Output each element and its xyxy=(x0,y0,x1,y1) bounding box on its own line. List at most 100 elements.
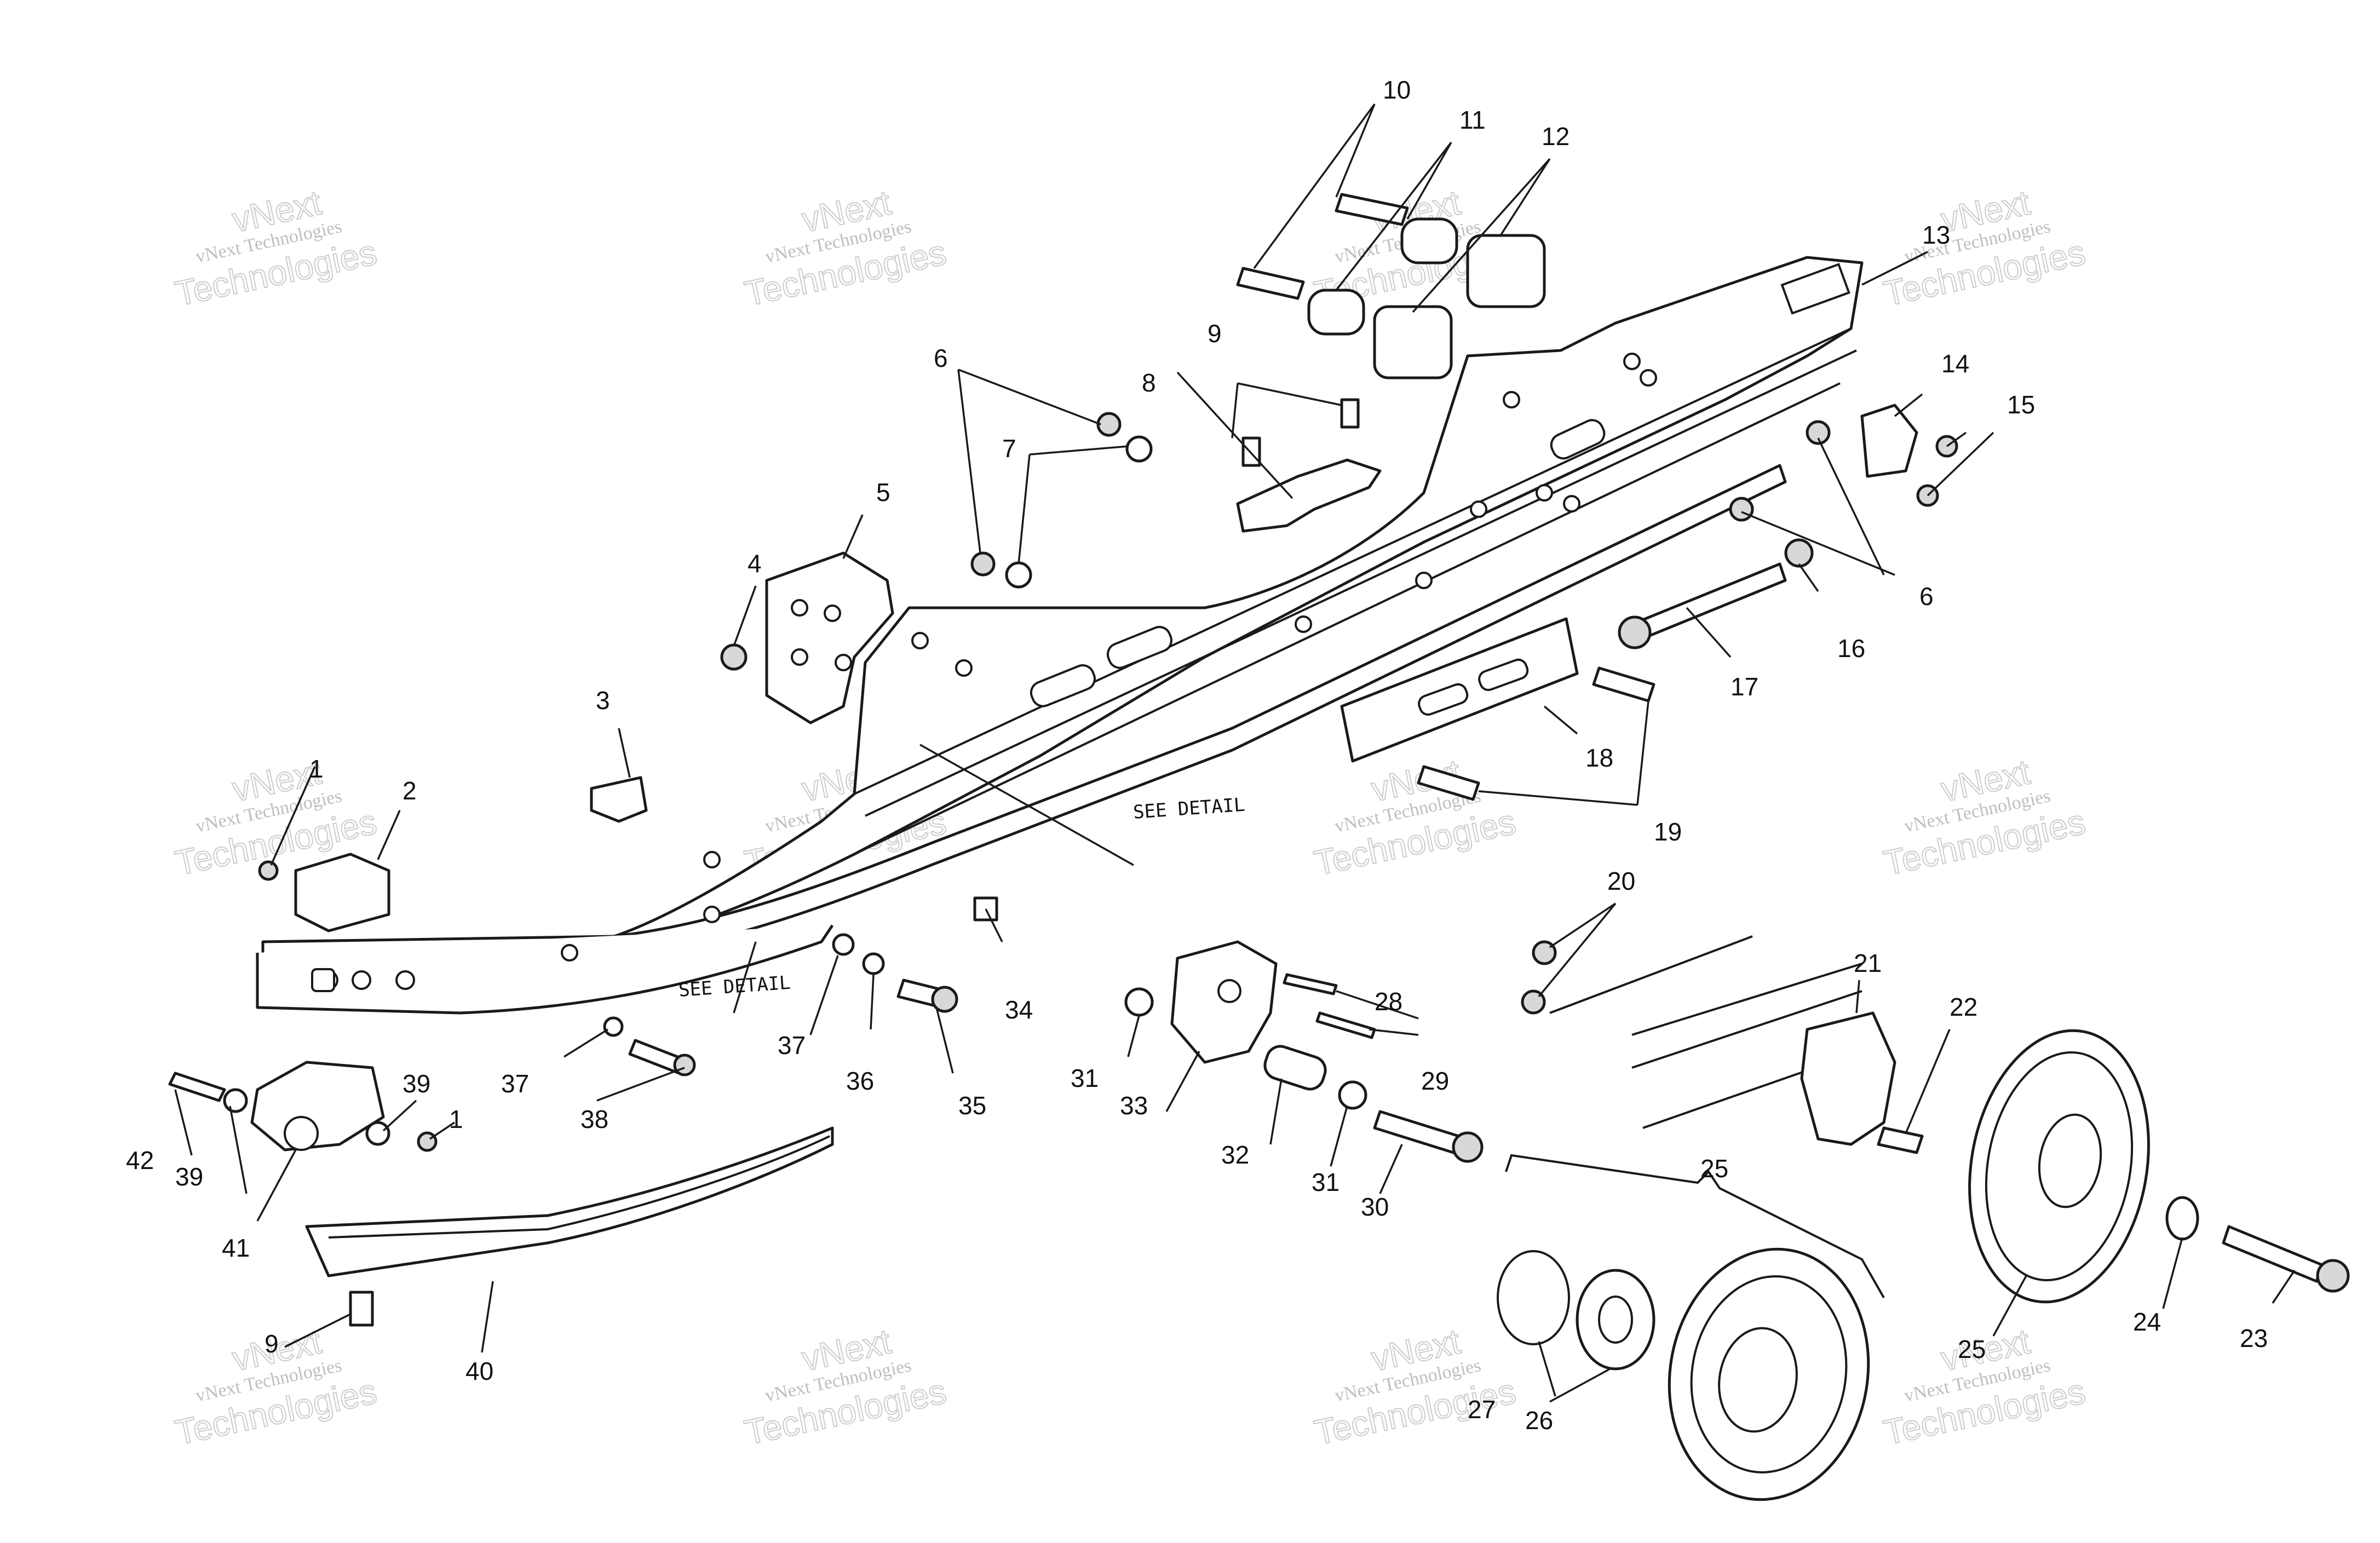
assembly-bracket xyxy=(1505,1154,1885,1298)
bolt xyxy=(1236,267,1305,300)
axle-housing xyxy=(1800,1011,1896,1146)
rail-segment xyxy=(1631,990,1862,1069)
rail-hole xyxy=(1640,369,1657,387)
rivet xyxy=(1340,398,1360,429)
callout-7: 7 xyxy=(1002,434,1016,463)
pivot-arm xyxy=(1170,940,1278,1064)
callout-13: 13 xyxy=(1922,221,1950,249)
callouts: 1 1 2 3 4 5 6 6 7 8 9 9 10 11 12 13 14 1… xyxy=(126,76,2268,1435)
callout-30: 30 xyxy=(1361,1193,1389,1221)
clip xyxy=(590,776,648,823)
callout-37: 37 xyxy=(501,1069,529,1098)
rail-hole xyxy=(703,851,721,868)
callout-33: 33 xyxy=(1120,1091,1148,1120)
bracket xyxy=(1236,458,1382,533)
washer xyxy=(1125,435,1153,463)
wear-strip-edge xyxy=(328,1135,830,1239)
watermark: vNext vNext Technologies Technologies xyxy=(1310,1321,1520,1453)
idler-wheel-small xyxy=(1668,1247,1870,1501)
callout-1: 1 xyxy=(449,1105,463,1133)
watermark: vNext vNext Technologies Technologies xyxy=(1880,182,2089,314)
callout-26: 26 xyxy=(1525,1406,1553,1435)
callout-6: 6 xyxy=(934,344,948,372)
long-bolt xyxy=(1630,562,1787,642)
bolt-head xyxy=(673,1053,696,1076)
callout-10: 10 xyxy=(1383,76,1411,104)
rail-hole xyxy=(1503,391,1520,408)
callout-41: 41 xyxy=(222,1234,250,1262)
wear-strip xyxy=(305,1126,834,1277)
callout-36: 36 xyxy=(846,1067,874,1095)
bolt-head xyxy=(1618,615,1652,649)
rail-hole xyxy=(703,906,721,923)
callout-18: 18 xyxy=(1585,744,1613,772)
rail-slot xyxy=(1550,419,1606,460)
pin xyxy=(1315,1011,1376,1039)
watermark: vNext vNext Technologies Technologies xyxy=(741,1321,950,1453)
nut xyxy=(1806,420,1831,445)
rail-hole xyxy=(1470,500,1487,518)
callout-40: 40 xyxy=(465,1357,493,1385)
bolt xyxy=(1877,1126,1924,1154)
callout-5: 5 xyxy=(876,478,890,506)
main-rail xyxy=(595,256,1864,954)
spacer-block xyxy=(1373,305,1453,379)
rail-hole xyxy=(561,944,578,962)
callout-2: 2 xyxy=(403,776,417,805)
callout-12: 12 xyxy=(1542,122,1570,151)
pivot-hole xyxy=(1217,979,1241,1003)
rail-slot xyxy=(1106,626,1172,669)
rail-slot xyxy=(311,968,335,992)
rail-hole xyxy=(352,970,371,990)
callout-17: 17 xyxy=(1731,672,1758,701)
callout-29: 29 xyxy=(1421,1067,1449,1095)
callout-34: 34 xyxy=(1005,995,1033,1024)
bolt xyxy=(2222,1225,2324,1283)
bolt xyxy=(1335,193,1409,226)
washer xyxy=(832,933,855,956)
detail-note: SEE DETAIL xyxy=(1132,794,1246,824)
bumper-block xyxy=(294,853,390,932)
callout-24: 24 xyxy=(2133,1308,2161,1336)
rail-hole xyxy=(1623,353,1641,370)
rail-slot xyxy=(1780,263,1850,315)
callout-35: 35 xyxy=(958,1091,986,1120)
idler-wheel-large xyxy=(1968,1029,2150,1304)
callout-11: 11 xyxy=(1459,106,1486,134)
bushing xyxy=(1307,289,1365,336)
rail-hole xyxy=(1563,495,1580,513)
rail-hole xyxy=(1536,484,1553,502)
callout-37: 37 xyxy=(778,1031,806,1060)
watermark: vNext vNext Technologies Technologies xyxy=(1880,1321,2089,1453)
spacer xyxy=(1263,1045,1327,1091)
spacer-block xyxy=(1466,234,1546,308)
callout-4: 4 xyxy=(748,549,762,578)
watermark: vNext vNext Technologies Technologies xyxy=(741,182,950,314)
washer xyxy=(603,1016,624,1037)
guide-hole xyxy=(284,1116,319,1151)
pin xyxy=(1283,973,1338,995)
bolt xyxy=(168,1072,226,1102)
washer xyxy=(862,952,885,975)
callout-25: 25 xyxy=(1700,1154,1728,1183)
nut xyxy=(720,643,748,671)
plate-hole xyxy=(835,654,852,671)
washer xyxy=(1005,561,1032,589)
rail-segment xyxy=(1631,963,1862,1036)
rail-slot xyxy=(1030,664,1096,707)
nut xyxy=(1784,538,1814,568)
rail-hole xyxy=(911,632,929,649)
callout-38: 38 xyxy=(580,1105,608,1133)
detail-note-text: SEE DETAIL xyxy=(1132,794,1246,824)
plate-hole xyxy=(791,648,808,666)
callout-42: 42 xyxy=(126,1146,154,1174)
nut xyxy=(258,860,279,881)
block-slot xyxy=(1418,683,1469,716)
callout-15: 15 xyxy=(2007,390,2035,419)
plate-hole xyxy=(824,604,841,622)
lower-rail xyxy=(256,464,1787,1015)
rivet xyxy=(349,1291,374,1327)
bolt-head xyxy=(2316,1259,2350,1293)
bolt-head xyxy=(1452,1131,1484,1163)
snap-ring xyxy=(1497,1250,1570,1345)
